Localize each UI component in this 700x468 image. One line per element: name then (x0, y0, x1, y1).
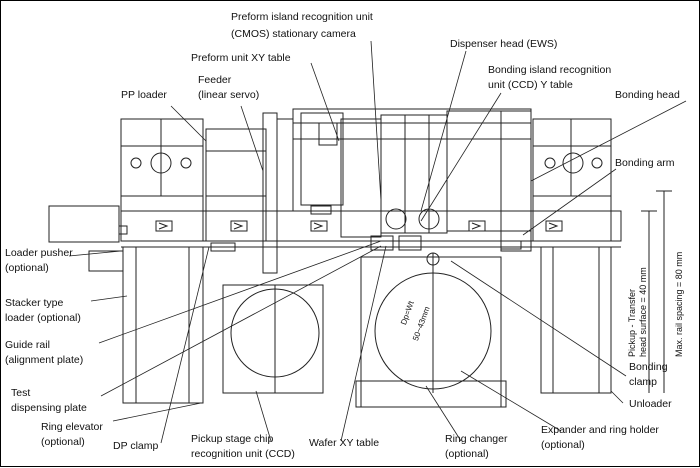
unloader-stack (540, 246, 612, 394)
label-test-plate-1: Test (11, 387, 31, 399)
label-pickup-stage-1: Pickup stage chip (191, 433, 274, 445)
label-ring-elevator-2: (optional) (41, 436, 85, 448)
label-bonding-island-2: unit (CCD) Y table (488, 79, 573, 91)
label-preform-xy-table: Preform unit XY table (191, 52, 291, 64)
label-guide-rail-1: Guide rail (5, 339, 50, 351)
leader-lines (68, 40, 687, 444)
label-expander-2: (optional) (541, 439, 585, 451)
label-loader-pusher-1: Loader pusher (5, 247, 73, 259)
label-preform-camera-2: (CMOS) stationary camera (231, 28, 356, 40)
label-feeder-2: (linear servo) (198, 89, 260, 101)
loader-pusher (48, 205, 120, 243)
label-wafer-xy: Wafer XY table (309, 437, 380, 449)
label-dp-clamp: DP clamp (113, 440, 159, 452)
pickup-stage-unit (222, 284, 324, 394)
label-dim-1b: head surface = 40 mm (638, 267, 648, 357)
label-bonding-arm: Bonding arm (615, 157, 675, 169)
label-expander-1: Expander and ring holder (541, 424, 659, 436)
label-stacker-1: Stacker type (5, 297, 64, 309)
label-pickup-stage-2: recognition unit (CCD) (191, 448, 295, 460)
label-guide-rail-2: (alignment plate) (5, 354, 84, 366)
label-test-plate-2: dispensing plate (11, 402, 87, 414)
label-loader-pusher-2: (optional) (5, 262, 49, 274)
label-dispenser-head: Dispenser head (EWS) (450, 38, 558, 50)
label-ring-elevator-1: Ring elevator (41, 421, 103, 433)
label-bonding-island-1: Bonding island recognition (488, 64, 612, 76)
label-bonding-clamp-1: Bonding (629, 361, 668, 373)
center-modules (205, 110, 532, 274)
label-stacker-2: loader (optional) (5, 312, 81, 324)
label-bonding-head: Bonding head (615, 89, 680, 101)
unloader-block (532, 118, 612, 242)
label-ring-changer-2: (optional) (445, 448, 489, 460)
label-dim-1a: Pickup - Transfer (627, 288, 637, 357)
label-feeder-1: Feeder (198, 74, 232, 86)
label-pp-loader: PP loader (121, 89, 167, 101)
label-ring-changer-1: Ring changer (445, 433, 508, 445)
label-preform-camera-1: Preform island recognition unit (231, 11, 373, 23)
label-unloader: Unloader (629, 398, 672, 410)
stacker-frame (88, 246, 204, 404)
wafer-xy-table (355, 252, 507, 408)
dimension-marks (641, 190, 672, 393)
label-dim-2: Max. rail spacing = 80 mm (674, 251, 684, 357)
pp-loader-block (120, 118, 204, 242)
label-bonding-clamp-2: clamp (629, 376, 658, 388)
